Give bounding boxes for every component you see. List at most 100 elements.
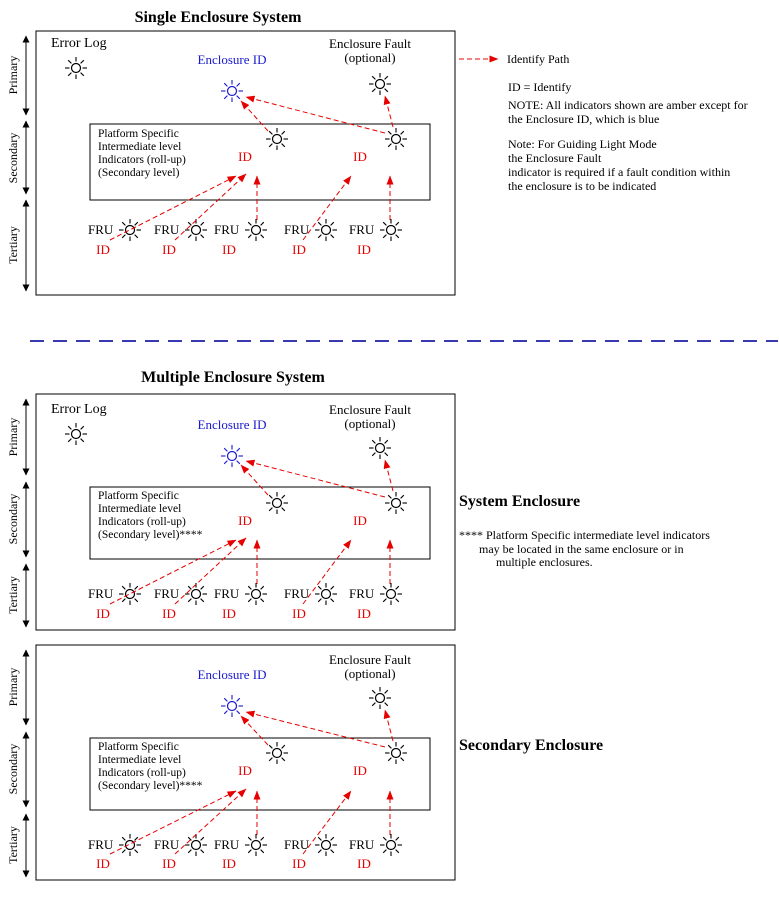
system-intermediate-box — [89, 486, 431, 560]
intermediate-box-text: Intermediate level — [98, 503, 182, 515]
intermediate-box-text: (Secondary level)**** — [98, 529, 203, 541]
fru-indicator-icon — [118, 218, 142, 242]
intermediate-id-label: ID — [353, 763, 367, 778]
fru-id-label: ID — [96, 606, 110, 621]
fru-indicator-icon — [184, 218, 208, 242]
fru-indicator-icon — [118, 833, 142, 857]
fru-label: FRU — [88, 837, 114, 852]
error-log-label: Error Log — [51, 402, 107, 417]
enclosure-id-indicator-icon — [220, 444, 244, 468]
enclosure-fault-optional-label: (optional) — [344, 666, 396, 681]
fru-label: FRU — [284, 837, 310, 852]
legend-identify-path-label: Identify Path — [507, 52, 570, 66]
level-label-tertiary: Tertiary — [6, 826, 20, 864]
legend-note2: the enclosure is to be indicated — [508, 179, 657, 193]
section-title-single: Single Enclosure System — [134, 9, 302, 26]
fru-label: FRU — [214, 837, 240, 852]
intermediate-box-text: Platform Specific — [98, 490, 179, 502]
level-label-primary: Primary — [6, 417, 20, 457]
error-log-indicator-icon — [64, 422, 88, 446]
fru-label: FRU — [154, 586, 180, 601]
fru-indicator-icon — [379, 833, 403, 857]
intermediate-id-label: ID — [238, 763, 252, 778]
secondary-intermediate-box — [89, 737, 431, 811]
fru-indicator-icon — [184, 582, 208, 606]
enclosure-fault-indicator-icon — [368, 686, 392, 710]
intermediate-box-text: Intermediate level — [98, 141, 182, 153]
fru-indicator-icon — [244, 582, 268, 606]
fru-indicator-icon — [184, 833, 208, 857]
system-enclosure-annotation: System Enclosure — [459, 493, 581, 510]
enclosure-id-label: Enclosure ID — [197, 667, 267, 682]
single-enclosure-box — [35, 30, 456, 296]
footnote: multiple enclosures. — [496, 555, 593, 569]
fru-id-label: ID — [357, 242, 371, 257]
intermediate-id-label: ID — [238, 513, 252, 528]
intermediate-box-text: Intermediate level — [98, 754, 182, 766]
secondary-enclosure-box — [35, 644, 456, 881]
level-label-primary: Primary — [6, 667, 20, 707]
enclosure-fault-label: Enclosure Fault — [329, 402, 411, 417]
fru-id-label: ID — [292, 242, 306, 257]
intermediate-indicator-icon — [384, 127, 408, 151]
intermediate-box-text: Platform Specific — [98, 128, 179, 140]
intermediate-indicator-icon — [384, 741, 408, 765]
intermediate-id-label: ID — [238, 149, 252, 164]
intermediate-box-text: (Secondary level) — [98, 167, 180, 179]
level-label-secondary: Secondary — [6, 743, 20, 795]
fru-indicator-icon — [379, 582, 403, 606]
fru-id-label: ID — [357, 856, 371, 871]
fru-label: FRU — [88, 222, 114, 237]
intermediate-box-text: (Secondary level)**** — [98, 780, 203, 792]
intermediate-box-text: Indicators (roll-up) — [98, 154, 186, 166]
enclosure-fault-label: Enclosure Fault — [329, 652, 411, 667]
fru-id-label: ID — [292, 856, 306, 871]
level-label-secondary: Secondary — [6, 132, 20, 184]
level-label-tertiary: Tertiary — [6, 226, 20, 264]
fru-id-label: ID — [222, 856, 236, 871]
level-label-primary: Primary — [6, 55, 20, 95]
fru-id-label: ID — [162, 242, 176, 257]
legend-id-identify: ID = Identify — [508, 80, 572, 94]
error-log-indicator-icon — [64, 56, 88, 80]
intermediate-indicator-icon — [265, 741, 289, 765]
footnote: **** Platform Specific intermediate leve… — [459, 528, 710, 542]
enclosure-id-label: Enclosure ID — [197, 52, 267, 67]
fru-indicator-icon — [314, 218, 338, 242]
single-intermediate-box — [89, 123, 431, 201]
intermediate-box-text: Indicators (roll-up) — [98, 767, 186, 779]
single-identify-path-arrows — [109, 95, 394, 241]
enclosure-fault-indicator-icon — [368, 436, 392, 460]
fru-id-label: ID — [357, 606, 371, 621]
enclosure-fault-optional-label: (optional) — [344, 416, 396, 431]
intermediate-indicator-icon — [265, 127, 289, 151]
intermediate-box-text: Platform Specific — [98, 741, 179, 753]
footnote: may be located in the same enclosure or … — [479, 542, 684, 556]
fru-label: FRU — [349, 586, 375, 601]
legend-note1: the Enclosure ID, which is blue — [508, 112, 660, 126]
system-identify-path-arrows — [109, 459, 394, 605]
legend-note2: the Enclosure Fault — [508, 151, 602, 165]
fru-id-label: ID — [162, 856, 176, 871]
intermediate-box-text: Indicators (roll-up) — [98, 516, 186, 528]
fru-label: FRU — [284, 222, 310, 237]
enclosure-fault-indicator-icon — [368, 72, 392, 96]
legend-note1: NOTE: All indicators shown are amber exc… — [508, 98, 748, 112]
fru-label: FRU — [349, 222, 375, 237]
enclosure-id-indicator-icon — [220, 79, 244, 103]
fru-id-label: ID — [222, 242, 236, 257]
enclosure-id-label: Enclosure ID — [197, 417, 267, 432]
secondary-identify-path-arrows — [109, 709, 394, 855]
fru-indicator-icon — [118, 582, 142, 606]
fru-id-label: ID — [292, 606, 306, 621]
secondary-enclosure-annotation: Secondary Enclosure — [459, 737, 604, 754]
enclosure-id-indicator-icon — [220, 694, 244, 718]
level-label-tertiary: Tertiary — [6, 576, 20, 614]
fru-id-label: ID — [96, 856, 110, 871]
fru-label: FRU — [214, 586, 240, 601]
fru-indicator-icon — [379, 218, 403, 242]
enclosure-fault-label: Enclosure Fault — [329, 36, 411, 51]
intermediate-id-label: ID — [353, 149, 367, 164]
